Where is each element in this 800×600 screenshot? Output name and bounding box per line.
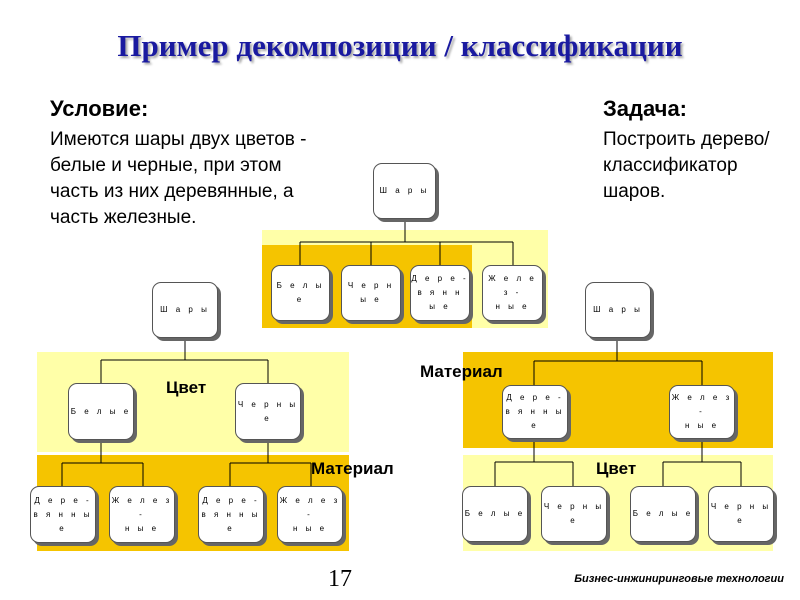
left-tree-material-label: Материал [311,459,394,478]
top-tree-node-wooden: Д е р е - в я н н ы е [410,265,470,321]
left-tree-node-iron-1: Ж е л е з - н ы е [109,486,175,543]
left-tree-root-node: Ш а р ы [152,282,218,338]
right-tree-node-black-2: Ч е р н ы е [708,486,774,542]
right-tree-node-white-2: Б е л ы е [630,486,696,542]
task-text: Построить дерево/ классификатор шаров. [603,129,770,202]
left-tree-color-label: Цвет [166,378,207,397]
right-tree-node-wooden: Д е р е - в я н н ы е [502,385,568,439]
right-tree-root-node: Ш а р ы [585,282,651,338]
slide-title: Пример декомпозиции / классификации [117,28,683,63]
condition-heading: Условие: [50,96,149,121]
task-heading: Задача: [603,96,688,121]
top-tree-root-node: Ш а р ы [373,163,436,219]
right-tree-node-iron: Ж е л е з - н ы е [669,385,735,439]
footer-text: Бизнес-инжиниринговые технологии [574,573,784,585]
page-number: 17 [328,566,352,592]
right-tree-node-black-1: Ч е р н ы е [541,486,607,542]
left-tree-node-wooden-2: Д е р е - в я н н ы е [198,486,264,543]
top-tree-node-white: Б е л ы е [271,265,330,321]
top-tree-node-iron: Ж е л е з - н ы е [482,265,543,321]
left-tree-node-white: Б е л ы е [68,383,134,440]
left-tree-node-wooden-1: Д е р е - в я н н ы е [30,486,96,543]
top-tree-node-black: Ч е р н ы е [341,265,401,321]
condition-text: Имеются шары двух цветов - белые и черны… [50,129,307,228]
left-tree-node-black: Ч е р н ы е [235,383,301,440]
right-tree-node-white-1: Б е л ы е [462,486,528,542]
right-tree-color-label: Цвет [596,459,637,478]
left-tree-node-iron-2: Ж е л е з - н ы е [277,486,343,543]
right-tree-material-label: Материал [420,362,503,381]
